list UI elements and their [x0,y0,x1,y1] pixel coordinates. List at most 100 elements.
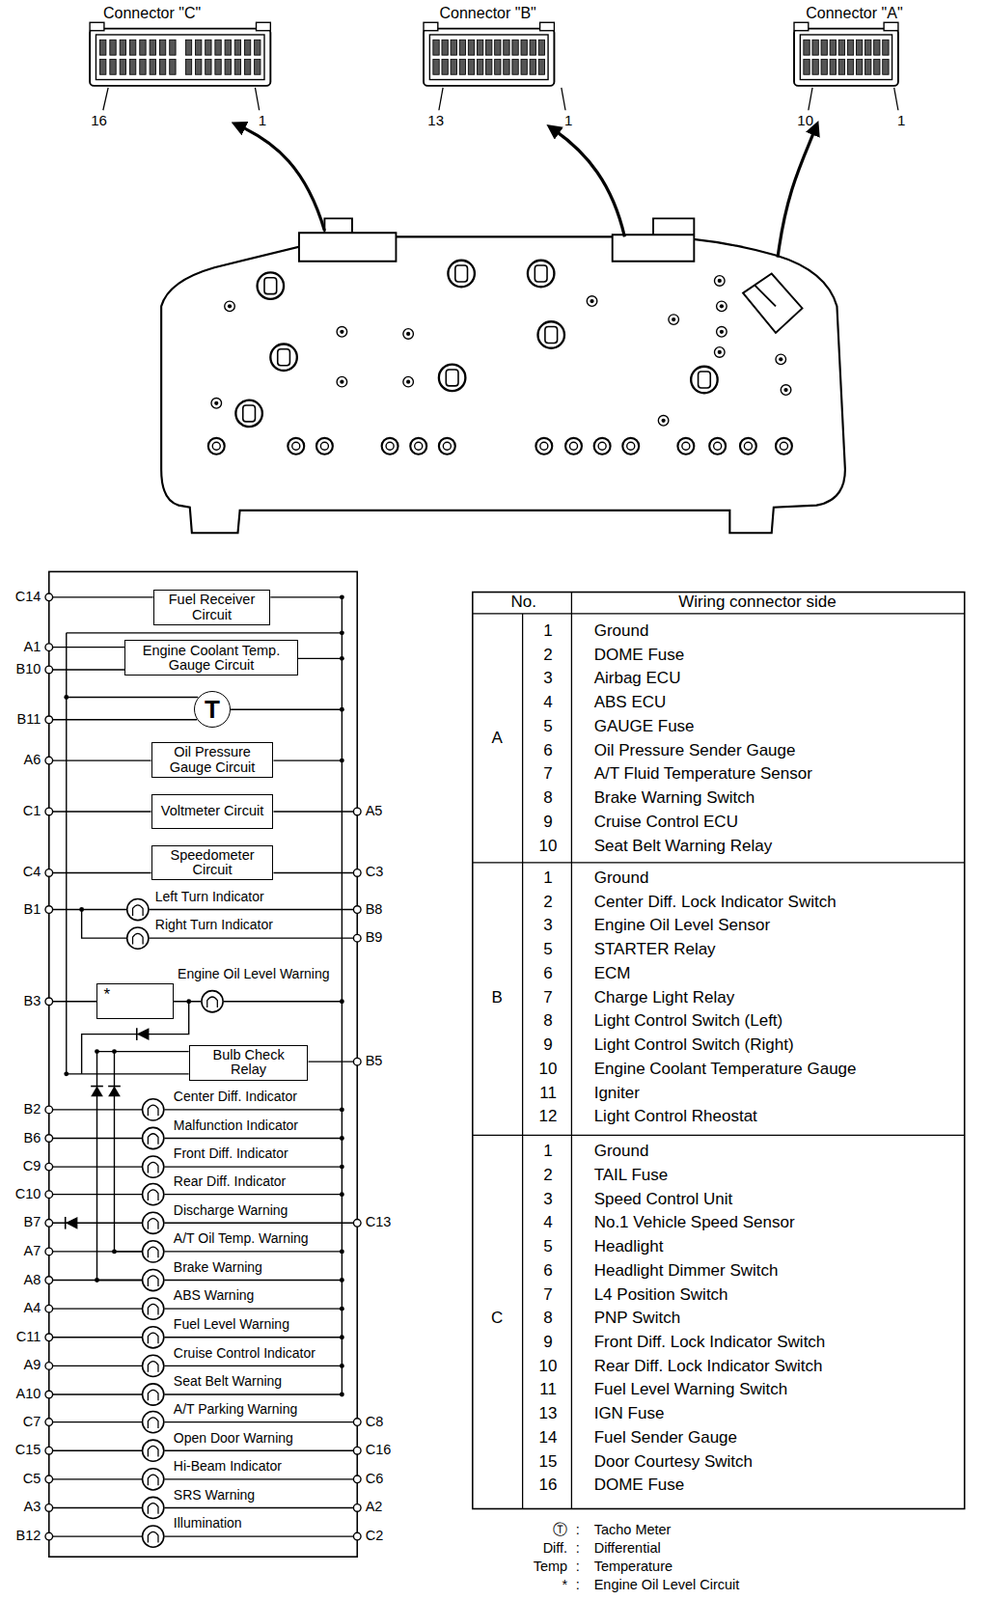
lamp-label: Brake Warning [173,1260,263,1275]
table-number: 9 [543,1036,552,1055]
junction-dot [339,1306,345,1312]
connector-pin [100,58,107,75]
table-rule [472,592,965,1510]
lamp-label: Fuel Level Warning [173,1317,290,1332]
lamp-label: A/T Parking Warning [173,1401,298,1417]
screw-hole [716,327,728,338]
connector-pin [529,58,536,75]
lamp-label: Right Turn Indicator [155,918,274,934]
connector-pin [803,58,810,75]
connector-pin [109,58,116,75]
terminal-label: B10 [16,661,42,678]
diode-symbol [108,1085,121,1088]
connector-pin [503,39,510,55]
table-cell: Igniter [594,1083,640,1102]
connector-latch [423,22,439,30]
connector-pin [529,39,536,55]
lamp-label: Rear Diff. Indicator [173,1174,286,1189]
junction-dot [339,1106,345,1112]
legend-text: Differential [594,1540,661,1557]
connector-pin [882,39,889,55]
terminal-label: C1 [23,803,42,820]
screw-hole [406,380,411,385]
bulb-socket [264,277,277,295]
terminal-pin [45,1418,54,1427]
junction-dot [339,707,345,713]
terminal-pin [353,1504,361,1512]
lamp-symbol [147,1189,159,1201]
connector-cavity [429,34,549,81]
table-cell: Engine Coolant Temperature Gauge [594,1059,857,1078]
table-number: 6 [543,1261,552,1280]
table-header: No. [510,593,536,612]
lamp-symbol [147,1531,159,1542]
connector-pin [829,58,836,75]
wire [164,1478,357,1480]
screw-hole [214,401,219,406]
terminal-label: C4 [23,864,42,880]
table-number: 2 [543,1166,552,1185]
connector-pin [433,58,440,75]
connector-pin [874,39,880,55]
connector-pin [476,58,483,75]
table-number: 7 [543,1285,552,1304]
connector-body [794,28,899,86]
connector-latch [89,22,105,30]
table-number: 9 [543,812,552,831]
wire [49,1165,142,1167]
terminal-socket [682,441,690,450]
screw-hole [668,314,680,326]
table-cell: PNP Switch [594,1309,681,1328]
diode-symbol [136,1027,138,1041]
junction-dot [339,1248,345,1254]
table-number: 15 [539,1452,558,1471]
bulb-socket [447,260,475,288]
connector-pin [234,58,241,75]
lamp-label: Left Turn Indicator [155,889,265,905]
table-cell: Ground [594,1142,650,1161]
lamp-symbol [127,898,149,920]
connector-pin [459,39,466,55]
screw-hole [339,329,344,334]
table-number: 10 [539,1059,558,1078]
table-cell: Cruise Control ECU [594,812,739,831]
connector-socket [299,218,396,261]
wire [49,1137,142,1139]
terminal-pin [45,1105,54,1114]
wire [164,1450,357,1452]
junction-dot [339,1363,345,1369]
table-cell: Front Diff. Lock Indicator Switch [594,1333,826,1352]
screw-hole [336,376,348,387]
terminal-socket [569,441,577,450]
table-cell: Ground [594,868,650,887]
table-number: 4 [543,693,552,713]
table-number: 2 [543,892,552,911]
terminal-label: B8 [365,902,384,918]
lamp-label: SRS Warning [173,1487,255,1503]
table-number: 11 [539,1083,557,1102]
node-text: Engine Coolant Temp. Gauge Circuit [133,643,290,673]
table-cell: Headlight [594,1237,664,1257]
terminal-pin [45,1446,54,1455]
legend-separator: : [576,1540,580,1557]
junction-dot [339,630,345,635]
terminal-label: B3 [24,993,42,1010]
table-cell: ABS ECU [594,693,667,713]
terminal-socket [208,438,225,455]
terminal-pin [45,715,54,724]
screw-hole [717,350,722,355]
terminal-label: C9 [23,1158,42,1175]
section-letter: B [492,988,503,1007]
lamp-symbol [133,933,144,944]
lamp-symbol [147,1275,159,1287]
screw-hole [713,347,725,358]
screw-hole [586,296,598,307]
table-number: 1 [543,1142,552,1161]
terminal-socket [320,441,329,450]
terminal-label: B1 [24,902,42,918]
lamp-symbol [147,1303,159,1315]
connector-pin [521,39,527,55]
diode-symbol [90,1086,104,1098]
terminal-socket [316,438,333,455]
connector-pin [855,58,862,75]
